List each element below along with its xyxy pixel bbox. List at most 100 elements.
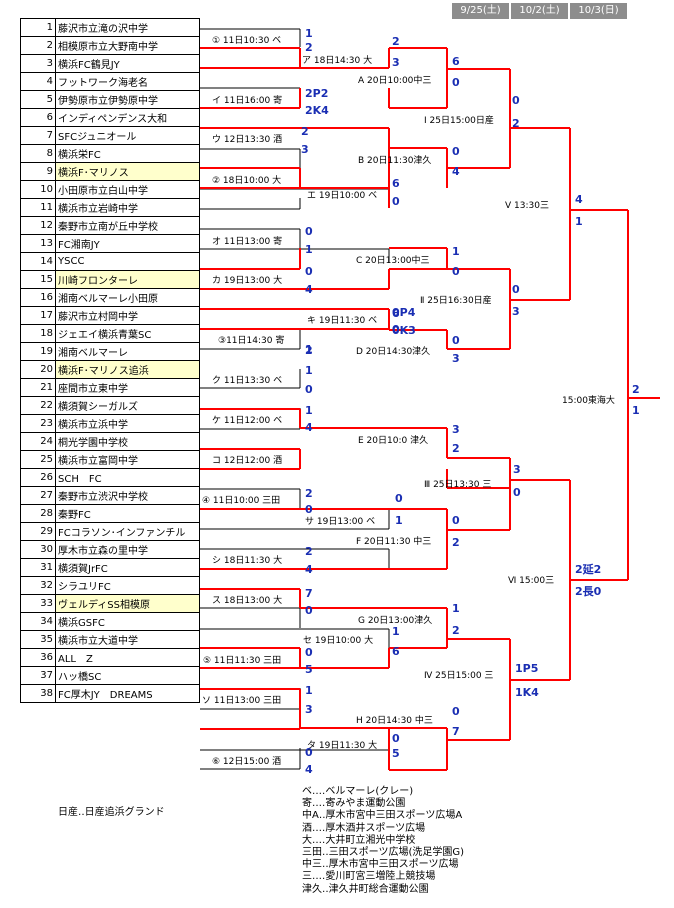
match-label: D 20日14:30津久	[356, 345, 430, 357]
score-label: 2	[452, 442, 460, 455]
score-label: 0	[512, 94, 520, 107]
team-name: ヴェルディSS相模原	[55, 594, 200, 613]
score-label: 4	[305, 763, 313, 776]
score-label: 0	[452, 514, 460, 527]
score-label: 4	[452, 165, 460, 178]
date-cell: 10/2(土)	[511, 3, 568, 19]
score-label: 2K4	[305, 104, 329, 117]
legend-line: 寄‥‥寄みやま運動公園	[302, 798, 406, 810]
score-label: 2	[305, 545, 313, 558]
score-label: 3	[452, 352, 460, 365]
match-label: エ 19日10:00 ベ	[307, 190, 377, 201]
score-label: 6	[452, 55, 460, 68]
legend-line: ベ‥‥ベルマーレ(クレー)	[302, 786, 414, 797]
match-label: A 20日10:00中三	[358, 74, 431, 86]
score-label: 2	[452, 624, 460, 637]
score-label: 0	[392, 195, 400, 208]
score-label: 4	[575, 193, 583, 206]
score-label: 1	[452, 245, 460, 258]
score-label: 0	[305, 265, 313, 278]
score-label: 2長0	[575, 585, 602, 598]
score-label: 1	[305, 684, 313, 697]
legend-line: 三‥‥愛川町宮三増陸上競技場	[302, 871, 436, 883]
score-label: 0	[452, 334, 460, 347]
score-label: 1	[305, 343, 313, 356]
score-label: 1	[575, 215, 583, 228]
match-label: ケ 11日12:00 ベ	[212, 415, 282, 426]
match-label: ス 18日13:00 大	[212, 594, 282, 606]
score-label: 2	[305, 344, 313, 357]
match-label: Ⅱ 25日16:30日産	[420, 294, 492, 306]
match-label: コ 12日12:00 酒	[212, 455, 282, 466]
score-label: 0	[305, 383, 313, 396]
score-label: 0	[305, 503, 313, 516]
score-label: 4	[305, 421, 313, 434]
score-label: 0	[452, 265, 460, 278]
score-label: 1	[305, 243, 313, 256]
score-label: 4	[305, 283, 313, 296]
score-label: 2延2	[575, 562, 601, 576]
legend-line: 三田‥三田スポーツ広場(洗足学園G)	[302, 847, 465, 859]
match-label: ② 18日10:00 大	[212, 174, 281, 186]
match-label: Ⅵ 15:00三	[508, 576, 554, 586]
score-label: 6	[392, 307, 400, 320]
score-label: 6	[392, 645, 400, 658]
score-label: 6	[392, 177, 400, 190]
score-label: 0	[513, 486, 521, 499]
date-cell: 9/25(土)	[452, 3, 509, 19]
score-label: 0	[395, 492, 403, 505]
score-label: 0	[305, 646, 313, 659]
match-label: ④ 11日10:00 三田	[202, 495, 280, 506]
score-label: 7	[305, 587, 313, 600]
legend-venues: ベ‥‥ベルマーレ(クレー) 寄‥‥寄みやま運動公園 中A‥厚木市宮中三田スポーツ…	[302, 786, 464, 896]
score-label: 1	[395, 514, 403, 527]
score-label: 4	[305, 563, 313, 576]
score-label: 5	[305, 663, 313, 676]
match-label: ソ 11日13:00 三田	[202, 695, 281, 706]
match-label: Ⅲ 25日13:30 三	[424, 479, 491, 490]
match-label: F 20日11:30 中三	[356, 535, 431, 547]
score-label: 1	[305, 364, 313, 377]
match-label: G 20日13:00津久	[358, 614, 432, 626]
final-score: 2	[632, 383, 640, 396]
legend-line: 中A‥厚木市宮中三田スポーツ広場A	[302, 810, 463, 822]
match-label: ア 18日14:30 大	[302, 54, 372, 66]
score-label: 2P2	[305, 87, 328, 100]
score-label: 2	[305, 487, 313, 500]
match-label: B 20日11:30津久	[358, 154, 431, 166]
legend-line: 津久‥津久井町総合運動公園	[302, 883, 429, 895]
score-label: 2	[392, 35, 400, 48]
legend-line: 酒‥‥厚木酒井スポーツ広場	[302, 822, 426, 834]
match-label: Ⅳ 25日15:00 三	[424, 670, 493, 681]
score-label: 2	[512, 117, 520, 130]
match-label: ⑤ 11日11:30 三田	[203, 655, 281, 666]
score-label: 0	[392, 323, 400, 336]
match-label: Ⅴ 13:30三	[505, 201, 549, 211]
score-label: 0	[392, 732, 400, 745]
score-label: 0P4	[392, 306, 416, 319]
match-label: キ 19日11:30 ベ	[307, 315, 377, 326]
score-label: 3	[301, 143, 309, 156]
final-score: 1	[632, 404, 640, 417]
date-cell: 10/3(日)	[570, 3, 627, 19]
match-label: セ 19日10:00 大	[303, 634, 373, 646]
match-label: シ 18日11:30 大	[212, 554, 282, 566]
score-label: 1	[392, 625, 400, 638]
score-label: 1P5	[515, 662, 538, 675]
date-header: 9/25(土) 10/2(土) 10/3(日)	[452, 3, 627, 19]
score-label: 5	[392, 747, 400, 760]
legend-venue-left: 日産‥日産追浜グランド	[58, 807, 165, 818]
score-label: 3	[513, 463, 521, 476]
